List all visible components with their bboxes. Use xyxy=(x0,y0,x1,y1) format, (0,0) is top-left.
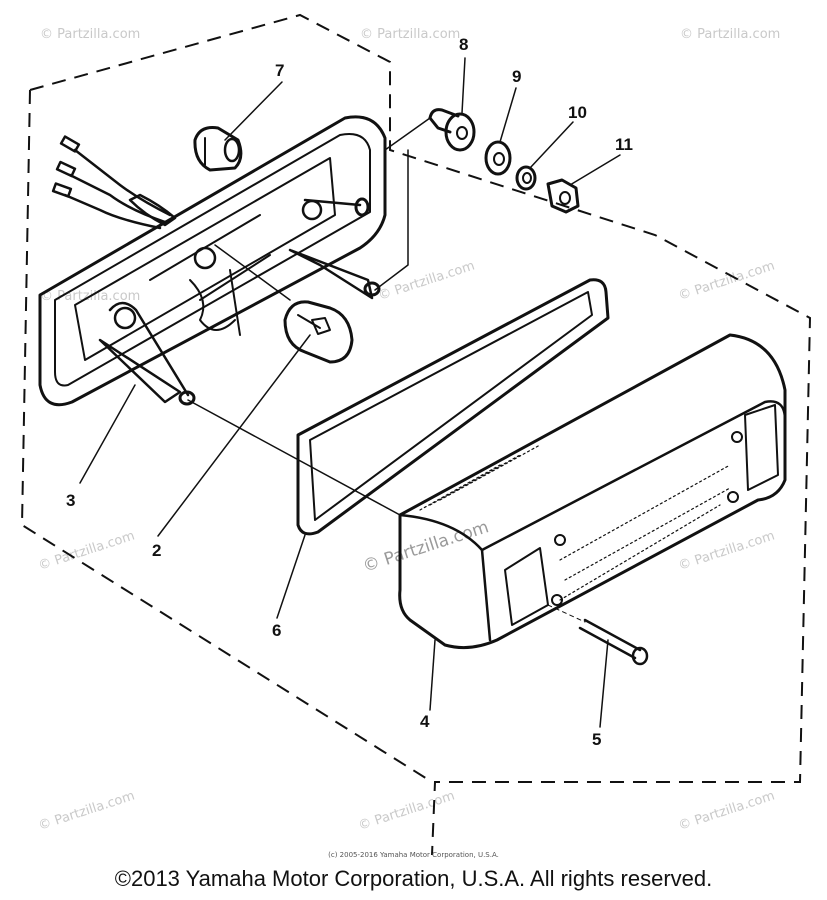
footer-copyright: ©2013 Yamaha Motor Corporation, U.S.A. A… xyxy=(114,866,713,891)
part-screw xyxy=(547,604,649,666)
watermark-layer: © Partzilla.com © Partzilla.com © Partzi… xyxy=(37,27,781,834)
callout-7: 7 xyxy=(275,61,284,80)
callout-8: 8 xyxy=(459,35,468,54)
callout-6: 6 xyxy=(272,621,281,640)
watermark: © Partzilla.com xyxy=(37,529,137,574)
part-gasket xyxy=(296,278,610,536)
part-base-housing xyxy=(38,115,387,407)
watermark-center: © Partzilla.com xyxy=(360,517,491,577)
part-grommet xyxy=(193,126,243,172)
callout-labels: 7 8 9 10 11 3 2 6 4 5 xyxy=(66,35,633,749)
assembly-boundary xyxy=(20,13,812,856)
part-bolt-head xyxy=(428,108,476,152)
callout-5: 5 xyxy=(592,730,601,749)
callout-9: 9 xyxy=(512,67,521,86)
part-nut xyxy=(546,178,580,214)
watermark: © Partzilla.com xyxy=(357,789,457,834)
footer-small-copyright: (c) 2005-2016 Yamaha Motor Corporation, … xyxy=(328,851,499,859)
watermark: © Partzilla.com xyxy=(40,27,140,42)
watermark: © Partzilla.com xyxy=(677,259,777,304)
watermark: © Partzilla.com xyxy=(360,27,460,42)
watermark: © Partzilla.com xyxy=(677,789,777,834)
callout-10: 10 xyxy=(568,103,587,122)
part-lock-washer xyxy=(515,165,537,191)
callout-2: 2 xyxy=(152,541,161,560)
part-bulb xyxy=(283,300,354,364)
callout-11: 11 xyxy=(615,135,633,154)
watermark: © Partzilla.com xyxy=(377,259,477,304)
callout-4: 4 xyxy=(420,712,430,731)
callout-3: 3 xyxy=(66,491,75,510)
watermark: © Partzilla.com xyxy=(37,789,137,834)
alignment-lines xyxy=(187,117,431,516)
watermark: © Partzilla.com xyxy=(680,27,780,42)
part-washer xyxy=(484,140,512,176)
part-lens xyxy=(398,333,787,650)
callout-leaders xyxy=(79,57,621,728)
